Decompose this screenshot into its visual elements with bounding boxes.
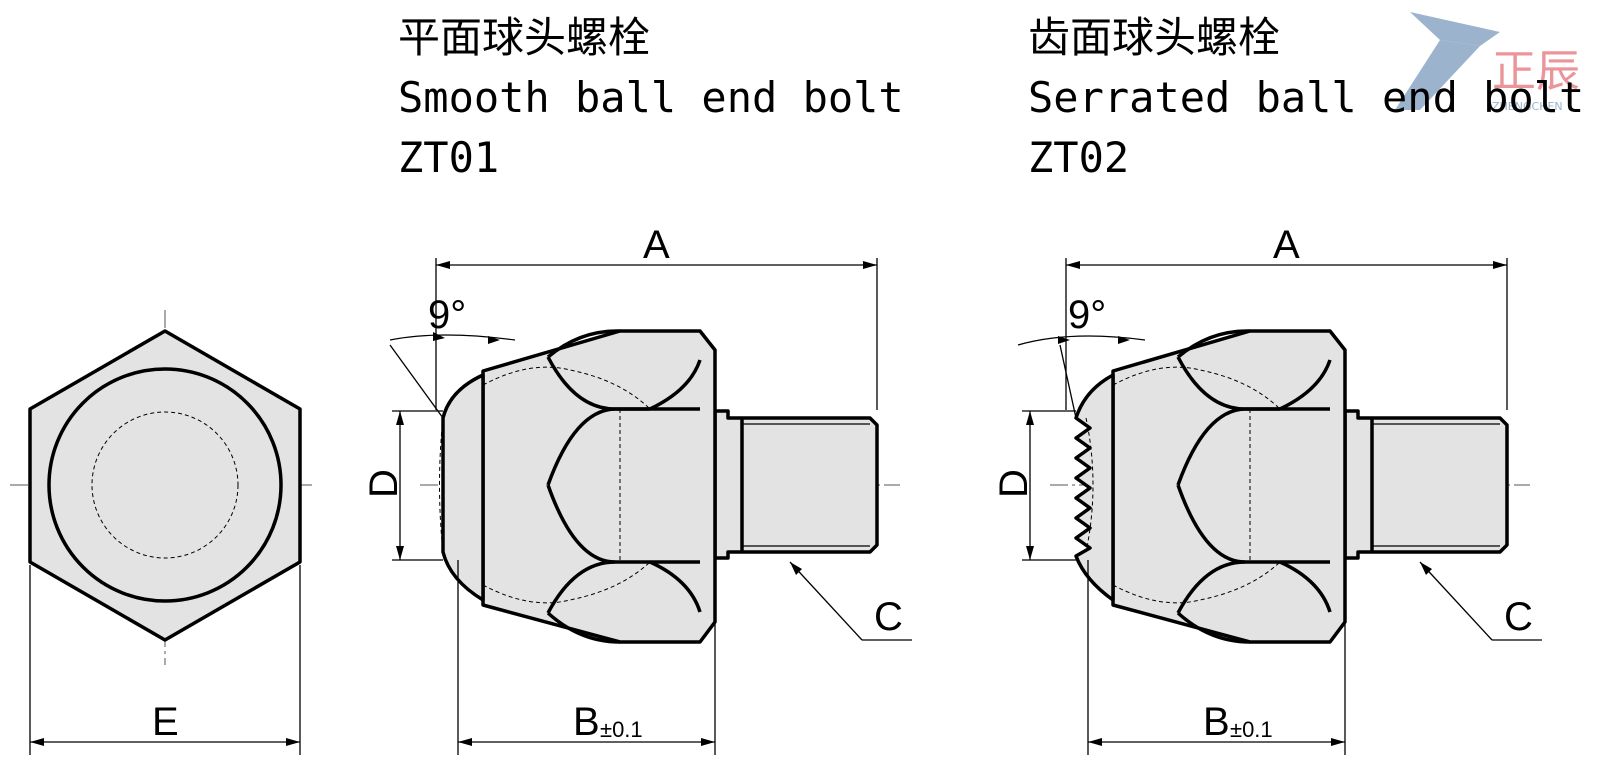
hex-outline — [28, 329, 302, 642]
zt01-ball-end — [441, 373, 485, 602]
zt02-side-view: A 9° D B ±0.1 C — [992, 223, 1542, 755]
hex-end-view: E — [10, 310, 312, 755]
zt01-side-view: A 9° D B ±0.1 C — [362, 223, 912, 755]
zt01-dim-c-label: C — [874, 595, 903, 639]
dim-e-label: E — [152, 700, 179, 744]
zt01-dim-b-tolerance: ±0.1 — [600, 717, 643, 742]
zt02-shank — [1343, 409, 1509, 560]
ball-circle — [47, 367, 283, 603]
zt01-angle-label: 9° — [428, 293, 466, 337]
logo-text: 正辰 — [1492, 46, 1580, 97]
zt01-code: ZT01 — [398, 133, 499, 182]
zt02-dim-d-label: D — [992, 469, 1036, 498]
zt01-dim-b-label: B — [573, 700, 600, 744]
hidden-circle — [91, 411, 239, 559]
zt02-name-en: Serrated ball end bolt — [1028, 73, 1584, 122]
zt01-dim-d-label: D — [362, 469, 406, 498]
zt01-shank — [713, 409, 879, 560]
zt01-name-zh: 平面球头螺栓 — [398, 13, 650, 62]
company-logo: 正辰 ZHENGCHEN — [1395, 12, 1580, 113]
zt01-dim-a-label: A — [643, 223, 670, 267]
zt02-dim-c-label: C — [1504, 595, 1533, 639]
zt01-name-en: Smooth ball end bolt — [398, 73, 904, 122]
logo-subtext: ZHENGCHEN — [1492, 100, 1563, 113]
zt02-angle-label: 9° — [1068, 293, 1106, 337]
zt02-name-zh: 齿面球头螺栓 — [1028, 13, 1280, 62]
zt02-serrated-end — [1074, 373, 1115, 602]
zt02-dim-b-label: B — [1203, 700, 1230, 744]
zt02-dim-b-tolerance: ±0.1 — [1230, 717, 1273, 742]
zt02-code: ZT02 — [1028, 133, 1129, 182]
zt02-dim-a-label: A — [1273, 223, 1300, 267]
